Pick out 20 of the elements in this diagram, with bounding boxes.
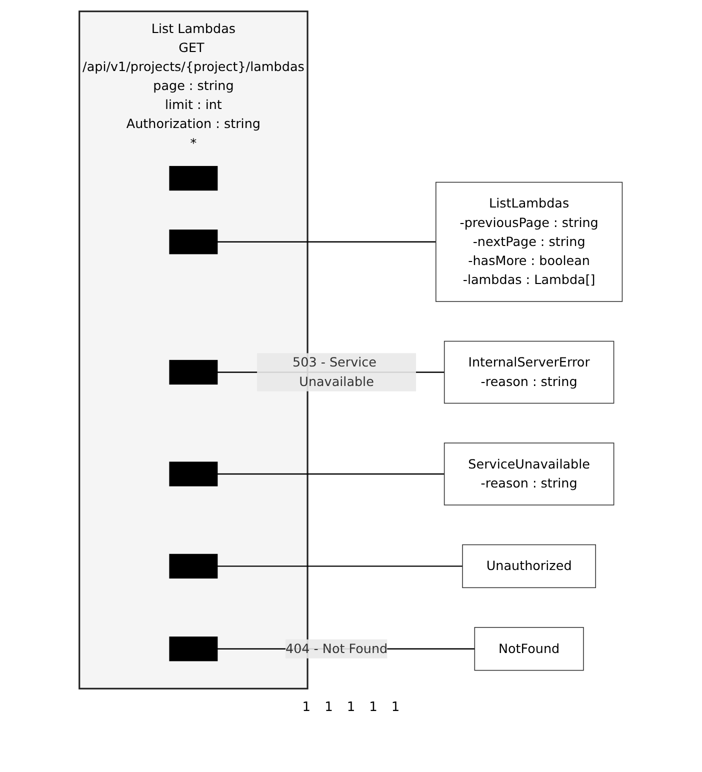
node-box: ListLambdas -previousPage : string -nextPage : string -hasMore : boolean -lambdas : Lambda[] (436, 182, 623, 302)
node-box (169, 166, 218, 191)
node-box: Unauthorized (462, 544, 596, 588)
node-box (169, 554, 218, 579)
node-box (169, 636, 218, 662)
edge-label: 404 - Not Found (286, 640, 388, 656)
multiplicity-label: 1 (302, 700, 311, 715)
multiplicity-label: 1 (324, 700, 333, 715)
node-box: InternalServerError -reason : string (444, 340, 614, 404)
connector (218, 241, 436, 242)
node-box: ServiceUnavailable -reason : string (444, 442, 614, 506)
multiplicity-label: 1 (369, 700, 378, 715)
connector (218, 473, 445, 475)
node-box: NotFound (474, 627, 584, 671)
node-box (169, 360, 218, 385)
multiplicity-label: 1 (391, 700, 400, 715)
connector (218, 566, 463, 567)
multiplicity-label: 1 (346, 700, 356, 715)
node-box (169, 230, 218, 254)
node-box (169, 462, 218, 486)
